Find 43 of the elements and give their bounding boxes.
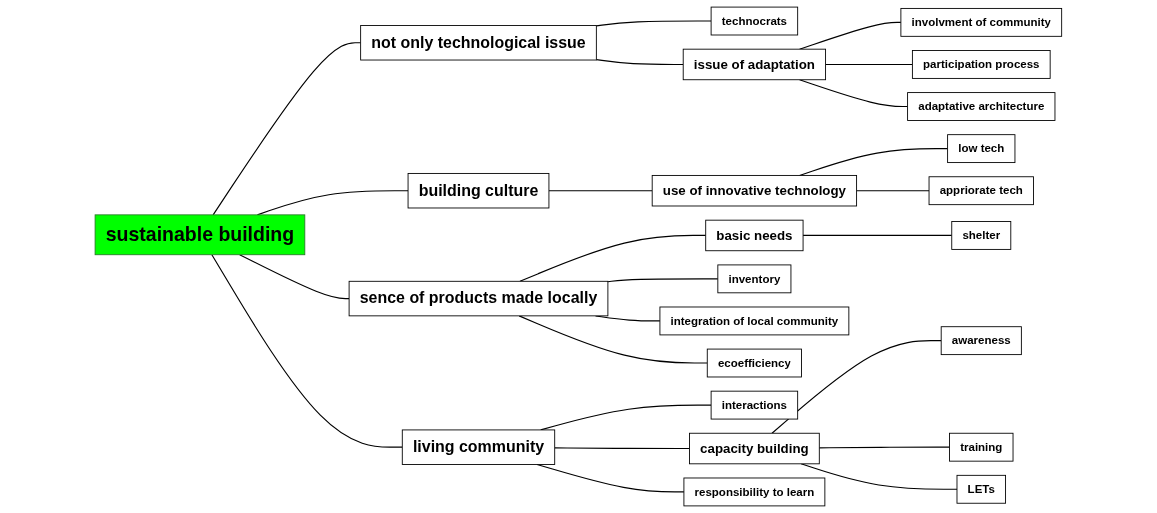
connector [518,315,708,364]
node-box: use of innovative technology [651,174,858,207]
node-box: involvment of community [900,7,1063,37]
node-box: inventory [717,264,792,294]
node-box: capacity building [689,432,820,465]
node-box: participation process [912,50,1051,79]
connector [818,446,951,449]
connector [856,190,930,192]
connector [799,21,902,50]
node-box: low tech [947,134,1016,164]
connector [595,20,712,27]
node-box: awareness [940,326,1022,356]
node-box: basic needs [705,219,804,252]
connector [802,234,953,237]
connector [771,340,942,434]
connector [595,59,684,66]
node-box: integration of local community [659,306,850,336]
node-box: training [949,432,1014,462]
node-box: shelter [951,221,1012,250]
connector [548,190,653,192]
node-box: issue of adaptation [682,48,827,81]
connector [211,254,403,448]
connector [607,278,719,283]
connector [239,254,350,300]
connector [800,463,958,490]
connector [554,447,691,450]
node-box: sence of products made locally [348,280,609,317]
node-box: building culture [407,173,550,209]
node-box: ecoefficiency [706,348,803,378]
connector [799,79,909,108]
node-box: responsibility to learn [683,477,826,507]
node-box: LETs [956,474,1007,504]
connector [825,63,914,66]
node-box: not only technological issue [360,25,597,61]
node-box: living community [401,429,556,465]
connector [519,234,707,282]
node-box: sustainable building [94,214,306,256]
node-box: adaptative architecture [907,92,1056,121]
node-box: technocrats [710,6,799,36]
node-box: appriorate tech [928,176,1035,206]
connector [799,148,949,176]
node-box: interactions [710,390,799,420]
connector [212,42,362,216]
